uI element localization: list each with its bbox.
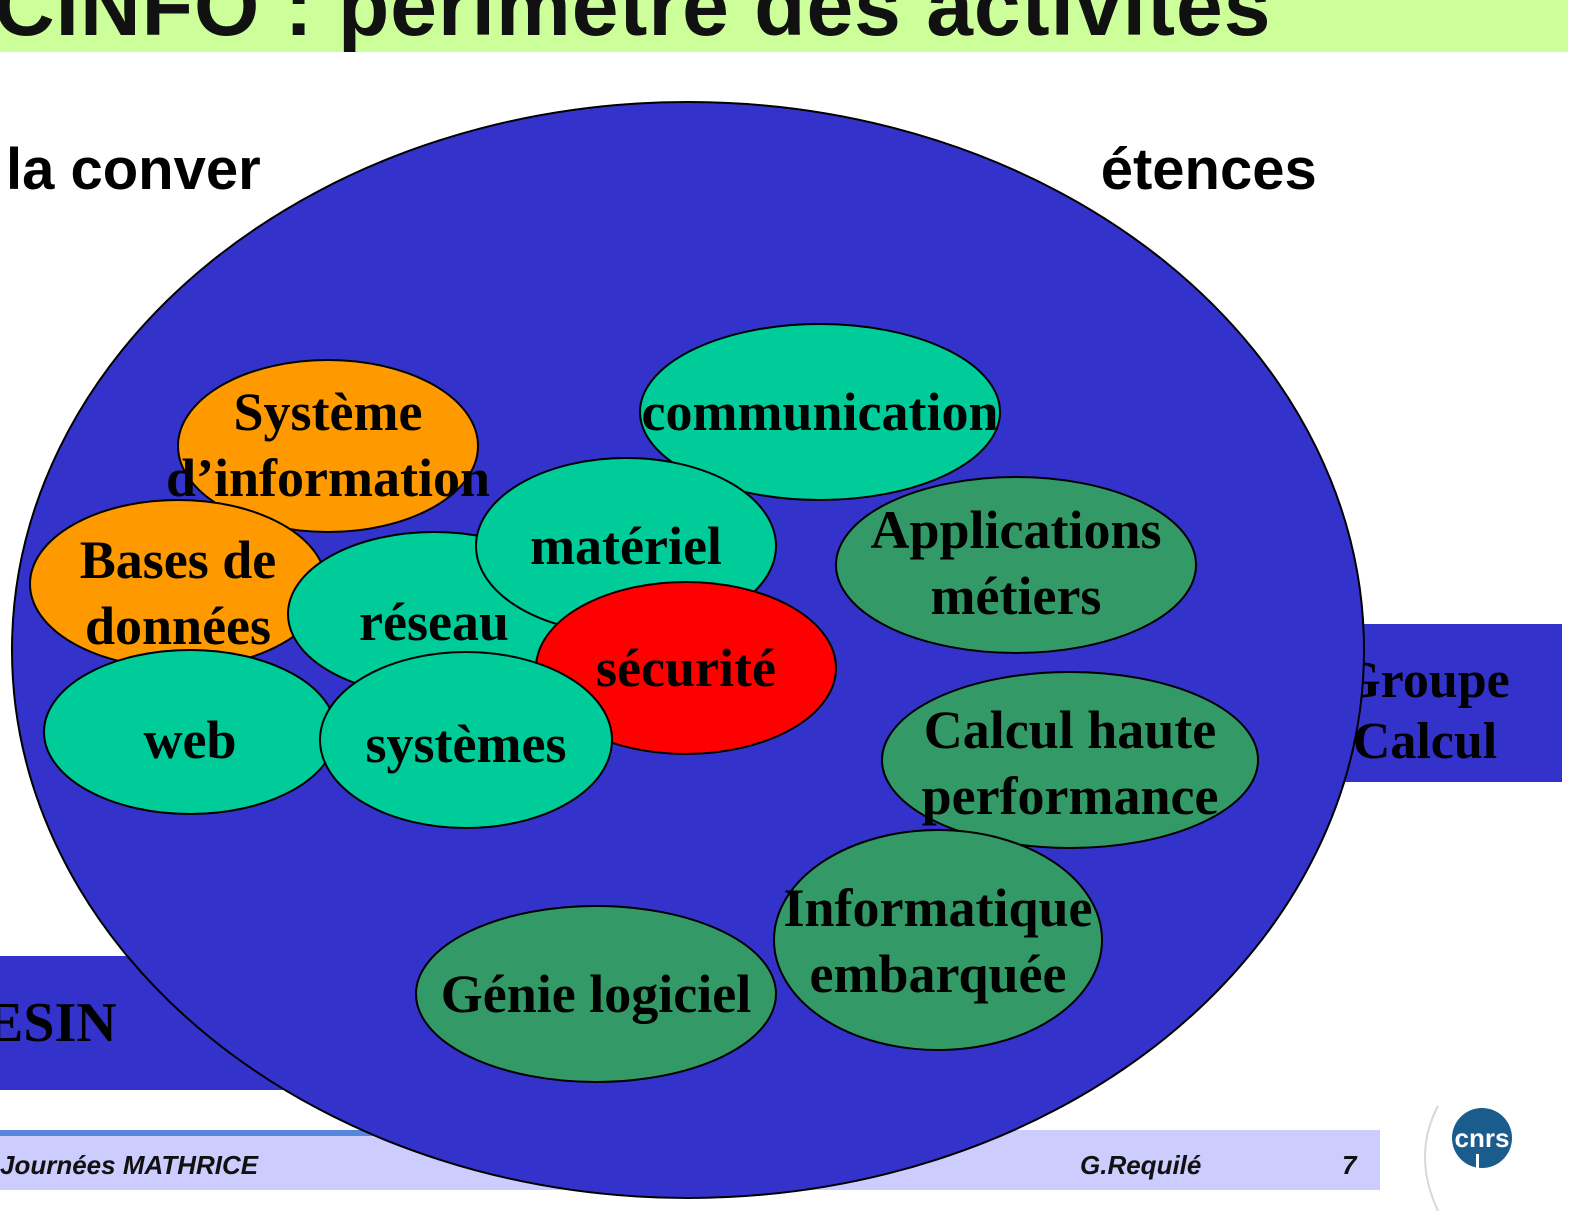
node-web: web [43,649,337,815]
slide-subtitle: la conver étences [6,136,1566,203]
node-systeme-information-label: Système [234,382,423,442]
footer-accent-line [0,1130,430,1136]
node-calcul-haute-performance-label: Calcul haute [924,700,1217,760]
subtitle-left: la conver [6,137,261,202]
node-systemes: systèmes [319,651,613,829]
node-securite: sécurité [535,581,837,755]
cnrs-logo: cnrs [1410,1100,1586,1212]
node-informatique-embarquee-label: embarquée [810,944,1067,1004]
node-communication: communication [639,323,1001,501]
node-reseau-label: réseau [359,592,509,652]
node-genie-logiciel-shape [415,905,777,1083]
resinfo-label: ESIN [0,992,117,1054]
node-applications-metiers-label: Applications [870,500,1161,560]
node-systemes-label: systèmes [366,714,567,774]
node-calcul-haute-performance-label: performance [922,766,1219,826]
node-systeme-information-label: d’information [166,448,490,508]
node-web-label: web [144,710,237,770]
node-systemes-shape [319,651,613,829]
slide-title: CINFO : périmètre des activités [0,0,1272,52]
node-genie-logiciel: Génie logiciel [415,905,777,1083]
node-communication-label: communication [642,382,999,442]
node-materiel-label: matériel [530,516,722,576]
title-bar: CINFO : périmètre des activités [0,0,1568,52]
node-calcul-haute-performance-shape [881,671,1259,849]
node-informatique-embarquee-shape [773,829,1103,1051]
footer-author: G.Requilé [1080,1150,1202,1180]
groupe-calcul-label: Groupe Calcul [1340,652,1510,771]
node-communication-shape [639,323,1001,501]
node-systeme-information-shape [177,359,479,533]
node-applications-metiers-shape [835,476,1197,654]
node-informatique-embarquee-label: Informatique [784,878,1093,938]
node-securite-label: sécurité [596,638,776,698]
cnrs-logo-text: cnrs [1455,1123,1510,1153]
node-genie-logiciel-label: Génie logiciel [441,964,751,1024]
footer-event: Journées MATHRICE [0,1150,259,1180]
footer-page-number: 7 [1342,1150,1357,1180]
node-bases-de-donnees-label: données [85,596,271,656]
node-applications-metiers-label: métiers [931,566,1102,626]
node-bases-de-donnees-label: Bases de [80,530,277,590]
subtitle-right: étences [1100,137,1317,202]
